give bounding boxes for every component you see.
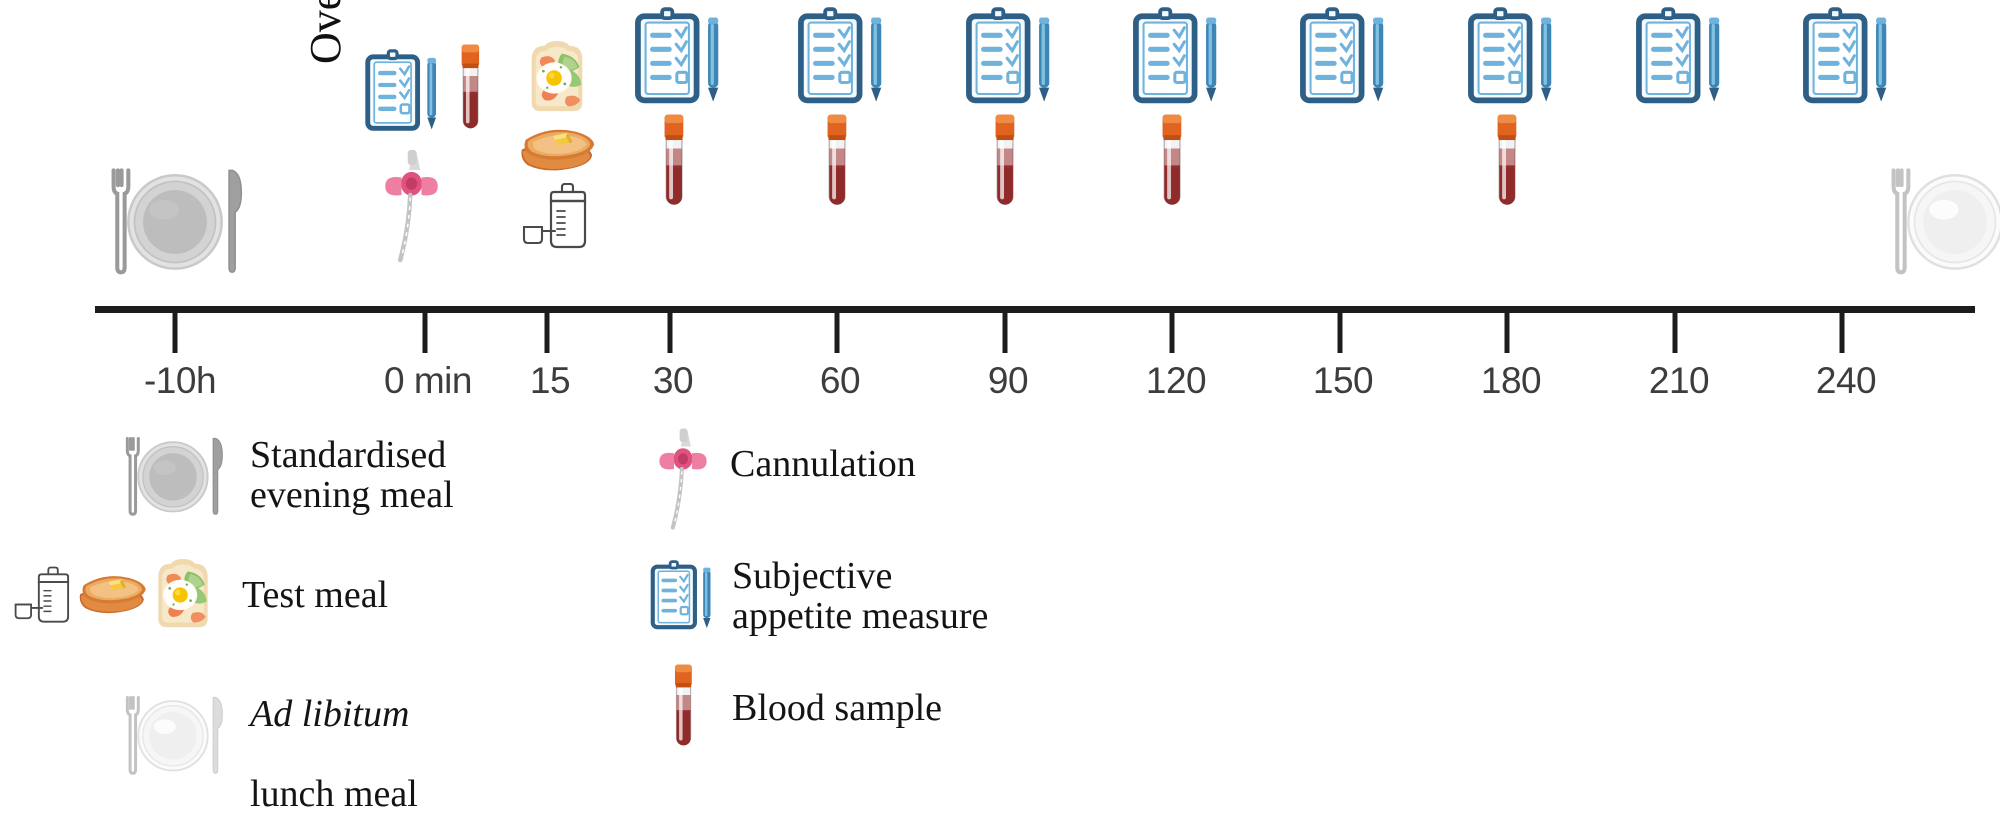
axis-tick [835, 313, 840, 353]
axis-tick [545, 313, 550, 353]
subjective-appetite-measure-icon [650, 559, 716, 633]
axis-tick-label: 60 [820, 360, 860, 402]
axis-tick-label: 30 [653, 360, 693, 402]
axis-tick-label: 180 [1481, 360, 1541, 402]
legend-label-standardised-evening-meal: Standardised evening meal [250, 435, 454, 515]
axis-tick [1170, 313, 1175, 353]
axis-tick [173, 313, 178, 353]
axis-tick [1338, 313, 1343, 353]
blood-sample-icon [990, 112, 1019, 214]
axis-tick-label: 120 [1146, 360, 1206, 402]
test-meal-buttered-toast-icon [514, 122, 600, 179]
subjective-appetite-measure-icon [1299, 6, 1391, 108]
timepoint-icons-ad-libitum-lunch [1883, 163, 2000, 276]
timepoint-icons-90min [965, 6, 1057, 214]
test-meal-buttered-toast-icon [73, 569, 151, 621]
axis-tick-label: 15 [530, 360, 570, 402]
legend-icon-wrap [6, 550, 226, 640]
blood-sample-icon [659, 112, 688, 214]
test-meal-shaker-icon [521, 183, 593, 249]
blood-sample-icon [822, 112, 851, 214]
timepoint-0min-row [365, 48, 484, 137]
legend-icon-wrap [650, 662, 716, 754]
legend-item-standardised-evening-meal: Standardised evening meal [118, 432, 454, 518]
legend-label-plain-part: lunch meal [250, 773, 418, 815]
legend-item-blood-sample: Blood sample [650, 662, 942, 754]
subjective-appetite-measure-icon [365, 48, 443, 135]
axis-tick [1840, 313, 1845, 353]
legend: Standardised evening meal Test meal [0, 432, 2000, 794]
timepoint-icons-150min [1299, 6, 1391, 108]
blood-sample-icon [670, 662, 696, 754]
test-meal-shaker-icon [13, 566, 75, 624]
legend-icon-wrap [650, 430, 716, 526]
legend-item-ad-libitum-lunch-meal: Ad libitum lunch meal [118, 654, 418, 814]
legend-icon-wrap [650, 552, 716, 640]
timepoint-icons-30min [634, 6, 726, 214]
test-meal-egg-avocado-toast-icon [147, 558, 219, 632]
subjective-appetite-measure-icon [1802, 6, 1894, 108]
legend-label-italic-part: Ad libitum [250, 693, 409, 735]
axis-tick [1003, 313, 1008, 353]
standardised-evening-meal-plate-icon [119, 433, 227, 517]
legend-icon-wrap [118, 691, 228, 777]
ad-libitum-lunch-plate-icon [119, 692, 227, 776]
timepoint-icons-0min [365, 48, 484, 265]
ad-libitum-lunch-plate-icon [1883, 163, 2000, 276]
axis-tick [423, 313, 428, 353]
timepoint-icons-60min [797, 6, 889, 214]
axis-tick [668, 313, 673, 353]
axis-tick-label: -10h [144, 360, 216, 402]
axis-tick-label: 240 [1816, 360, 1876, 402]
legend-label-subjective-appetite-measure: Subjective appetite measure [732, 556, 988, 636]
subjective-appetite-measure-icon [1132, 6, 1224, 108]
blood-sample-icon [457, 42, 484, 137]
axis-tick [1505, 313, 1510, 353]
axis-tick [1673, 313, 1678, 353]
legend-label-test-meal: Test meal [242, 575, 388, 615]
cannulation-icon [382, 145, 440, 265]
subjective-appetite-measure-icon [1635, 6, 1727, 108]
axis-tick-label: 210 [1649, 360, 1709, 402]
subjective-appetite-measure-icon [1467, 6, 1559, 108]
legend-label-ad-libitum-lunch-meal: Ad libitum lunch meal [250, 654, 418, 814]
axis-tick-label: 150 [1313, 360, 1373, 402]
subjective-appetite-measure-icon [965, 6, 1057, 108]
timepoint-icons-210min [1635, 6, 1727, 108]
legend-label-cannulation: Cannulation [730, 444, 916, 484]
blood-sample-icon [1492, 112, 1521, 214]
legend-icon-wrap [118, 432, 228, 518]
timepoint-icons-120min [1132, 6, 1224, 214]
legend-item-cannulation: Cannulation [650, 430, 916, 526]
timepoint-icons--10h [103, 163, 248, 276]
timeline-axis [95, 306, 1975, 313]
legend-item-subjective-appetite-measure: Subjective appetite measure [650, 552, 988, 640]
standardised-evening-meal-plate-icon [103, 163, 248, 276]
legend-item-test-meal: Test meal [6, 550, 388, 640]
axis-tick-label: 90 [988, 360, 1028, 402]
subjective-appetite-measure-icon [797, 6, 889, 108]
timepoint-icons-240min [1802, 6, 1894, 108]
cannulation-icon [657, 424, 709, 532]
timepoint-icons-180min [1467, 6, 1559, 214]
legend-label-blood-sample: Blood sample [732, 688, 942, 728]
axis-tick-label: 0 min [384, 360, 472, 402]
study-protocol-timeline-figure: Overnight fast [0, 0, 2000, 794]
test-meal-egg-avocado-toast-icon [520, 40, 594, 116]
subjective-appetite-measure-icon [634, 6, 726, 108]
blood-sample-icon [1157, 112, 1186, 214]
timepoint-icons-15min [514, 40, 600, 249]
overnight-fast-label: Overnight fast [300, 0, 352, 64]
